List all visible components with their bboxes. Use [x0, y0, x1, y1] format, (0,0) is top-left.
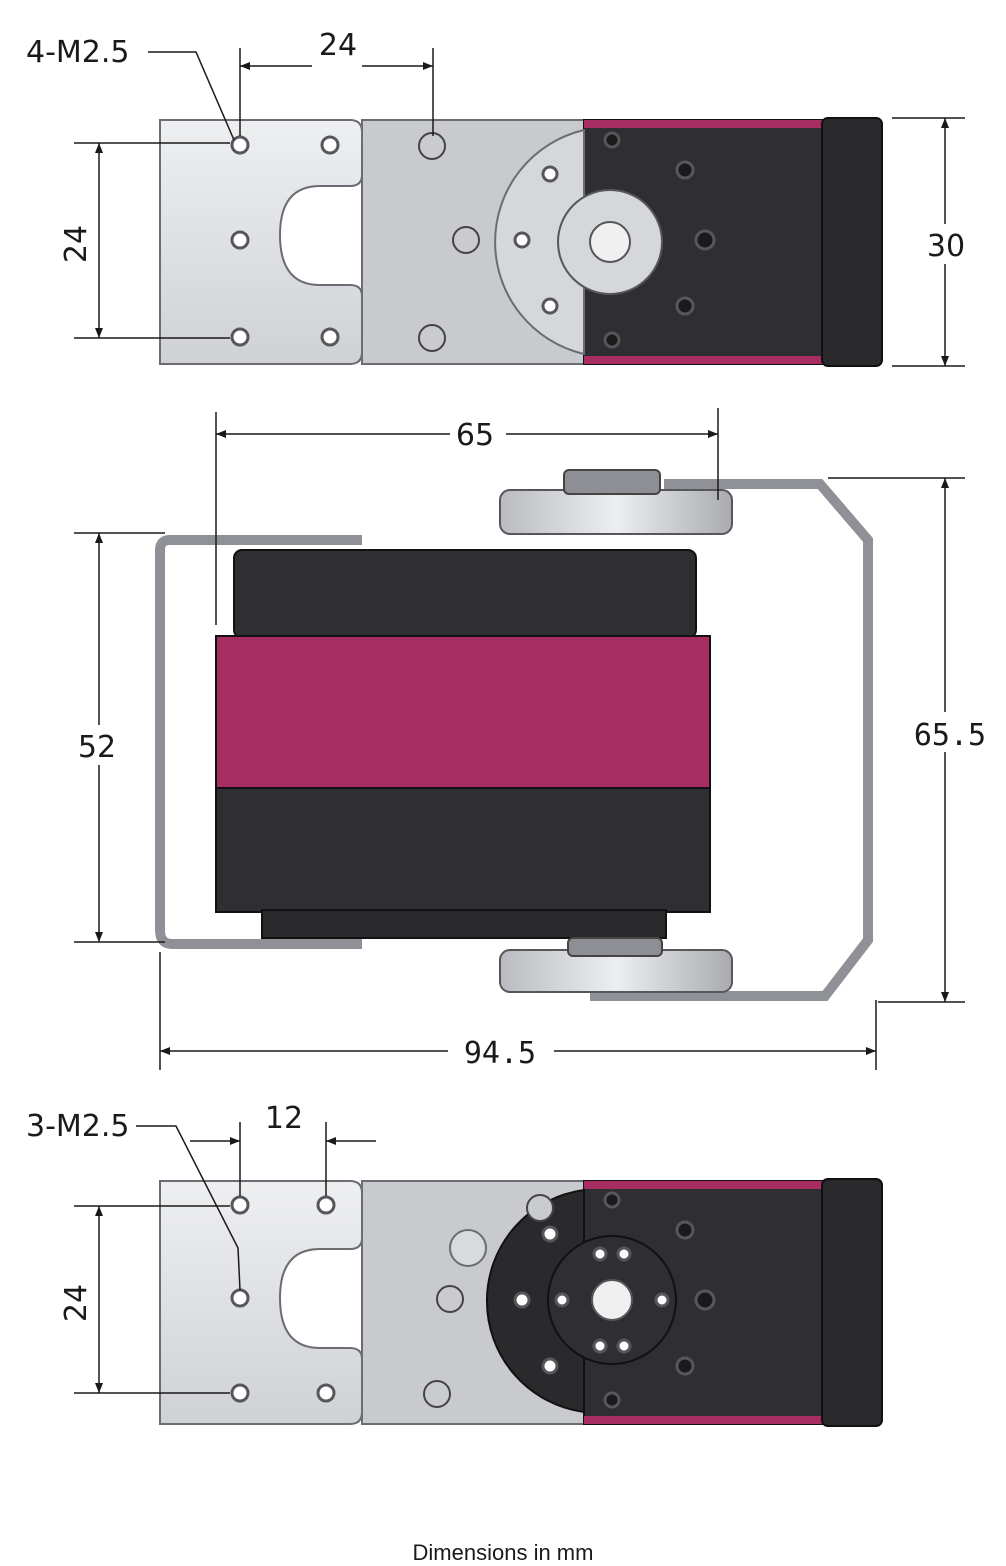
side-overall-height: 65.5 [914, 718, 986, 753]
side-body-height: 52 [78, 730, 116, 765]
bottom-hole-spacing-vertical: 24 [59, 1284, 94, 1322]
side-servo-band [215, 635, 711, 789]
top-screws [418, 132, 480, 352]
side-horn-bottom-hub [567, 937, 663, 957]
side-width: 65 [456, 418, 494, 453]
bottom-idler-boss [449, 1229, 487, 1267]
top-spline [589, 221, 631, 263]
side-view: 65 52 65.5 94.5 [74, 408, 990, 1071]
top-hole-callout: 4-M2.5 [26, 35, 130, 70]
bottom-accent-strip-bottom [584, 1416, 824, 1424]
side-horn-top [499, 489, 733, 535]
top-bracket-plate [159, 119, 363, 365]
side-left-bracket [155, 535, 362, 949]
top-mount-holes [230, 131, 716, 349]
side-servo-base [261, 909, 667, 939]
bottom-screws [423, 1194, 554, 1408]
top-hole-spacing-vertical: 24 [59, 225, 94, 263]
side-servo-bottom [215, 787, 711, 913]
side-horn-top-hub [563, 469, 661, 495]
top-horn-disc [494, 128, 585, 356]
bottom-servo-cap [821, 1178, 883, 1427]
side-servo-top [233, 549, 697, 639]
top-accent-strip-bottom [584, 356, 824, 364]
bottom-hole-spacing-horizontal: 12 [265, 1101, 303, 1136]
bottom-hole-callout: 3-M2.5 [26, 1109, 130, 1144]
bottom-mount-holes [230, 1191, 716, 1409]
top-hole-spacing-horizontal: 24 [319, 28, 357, 63]
side-overall-width: 94.5 [464, 1036, 536, 1071]
bottom-spline [591, 1279, 633, 1321]
top-height: 30 [927, 229, 965, 264]
bottom-accent-strip-top [584, 1181, 824, 1189]
bottom-view: 3-M2.5 12 24 [26, 1101, 883, 1427]
top-accent-strip-top [584, 120, 824, 128]
top-view: 4-M2.5 24 24 30 [26, 28, 965, 367]
caption-units: Dimensions in mm [412, 1540, 594, 1565]
side-right-bracket [590, 479, 873, 1001]
top-servo-cap [821, 117, 883, 367]
